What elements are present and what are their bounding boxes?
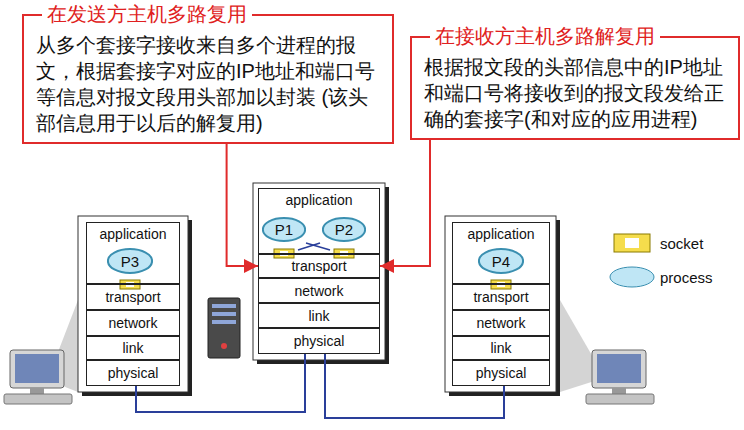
legend-label: process: [660, 269, 713, 286]
process-swatch: [608, 265, 656, 289]
layer-box: link: [86, 336, 180, 360]
process-label: P2: [335, 221, 353, 238]
layer-label: application: [286, 192, 353, 208]
layer-label: transport: [473, 289, 528, 305]
callout-box: 在发送方主机多路复用从多个套接字接收来自多个进程的报文，根据套接字对应的IP地址…: [22, 14, 394, 144]
legend-item: socket: [608, 226, 713, 260]
layer-box: network: [258, 278, 380, 303]
demux-arrow: [298, 243, 330, 250]
layer-label: link: [122, 340, 143, 356]
layer-box: applicationP1 P2: [258, 188, 380, 254]
callout-text: 从多个套接字接收来自多个进程的报文，根据套接字对应的IP地址和端口号等信息对报文…: [36, 32, 382, 136]
layer-label: physical: [108, 365, 159, 381]
process-ellipse: P4: [478, 248, 524, 274]
layer-label: network: [294, 283, 343, 299]
socket-swatch: [608, 231, 656, 255]
connector: [325, 354, 504, 418]
layer-box: link: [452, 336, 550, 360]
layer-label: network: [108, 315, 157, 331]
callout-heading: 在接收方主机多路解复用: [430, 24, 660, 48]
layer-box: transport: [86, 284, 180, 310]
layer-label: link: [490, 340, 511, 356]
layer-label: transport: [105, 289, 160, 305]
computer-icon: [4, 350, 72, 404]
layer-box: applicationP4: [452, 222, 550, 284]
process-label: P1: [275, 221, 293, 238]
callout-text: 根据报文段的头部信息中的IP地址和端口号将接收到的报文段发给正确的套接字(和对应…: [424, 54, 728, 132]
host-frame: [78, 216, 188, 392]
layer-label: application: [468, 226, 535, 242]
connector: [136, 354, 305, 412]
layer-label: link: [308, 308, 329, 324]
callout-box: 在接收方主机多路解复用根据报文段的头部信息中的IP地址和端口号将接收到的报文段发…: [410, 36, 740, 140]
layer-box: network: [86, 310, 180, 336]
layer-label: transport: [291, 258, 346, 274]
process-ellipse: P1: [262, 217, 306, 242]
layer-box: network: [452, 310, 550, 336]
layer-box: applicationP3: [86, 222, 180, 284]
legend-item: process: [608, 260, 713, 294]
host-frame: [445, 216, 556, 392]
layer-box: physical: [86, 360, 180, 386]
layer-box: link: [258, 303, 380, 328]
layer-label: application: [100, 226, 167, 242]
legend-label: socket: [660, 235, 703, 252]
process-ellipse: P3: [107, 248, 153, 274]
layer-box: transport: [452, 284, 550, 310]
computer-icon: [586, 350, 654, 404]
callout-heading: 在发送方主机多路复用: [42, 2, 252, 26]
layer-label: physical: [294, 333, 345, 349]
layer-box: physical: [258, 328, 380, 354]
connector: [227, 144, 258, 266]
layer-label: network: [476, 315, 525, 331]
process-label: P3: [121, 253, 139, 270]
process-label: P4: [492, 253, 510, 270]
process-ellipse: P2: [322, 217, 366, 242]
layer-label: physical: [476, 365, 527, 381]
layer-box: physical: [452, 360, 550, 386]
connector: [380, 140, 430, 266]
layer-box: transport: [258, 254, 380, 278]
host-frame: [253, 183, 385, 360]
server-icon: [208, 298, 240, 358]
